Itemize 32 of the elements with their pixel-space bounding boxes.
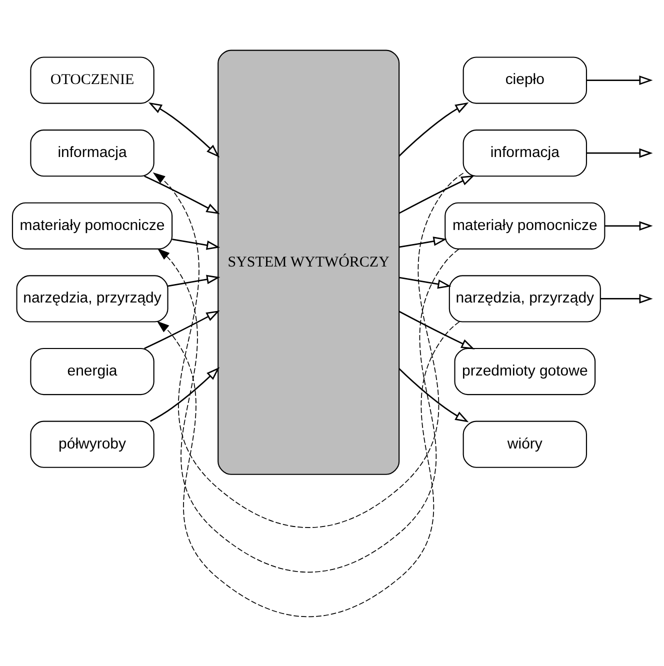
arrow <box>600 294 653 303</box>
arrow <box>156 320 460 617</box>
arrow <box>398 174 475 214</box>
arrow <box>150 366 220 422</box>
node-box: OTOCZENIE <box>30 56 154 104</box>
arrow <box>399 236 447 248</box>
arrow <box>398 102 469 156</box>
arrow <box>157 248 460 572</box>
node-box: narzędzia, przyrządy <box>16 274 168 322</box>
node-box: informacja <box>462 129 588 176</box>
arrow <box>144 310 220 349</box>
node-box: półwyroby <box>30 420 154 468</box>
node-box: materiały pomocnicze <box>12 202 173 249</box>
node-box: przedmioty gotowe <box>454 347 596 395</box>
arrow <box>605 220 653 230</box>
arrow <box>398 368 469 422</box>
arrow <box>168 274 220 286</box>
arrow <box>172 238 220 250</box>
arrow <box>586 148 653 158</box>
node-box: wióry <box>462 420 588 468</box>
node-box: materiały pomocnicze <box>444 202 606 249</box>
arrow <box>152 172 464 528</box>
arrow <box>398 310 475 349</box>
arrow <box>144 175 220 214</box>
node-box: narzędzia, przyrządy <box>448 274 601 322</box>
node-box: SYSTEM WYTWÓRCZY <box>218 49 400 474</box>
arrow <box>586 75 653 84</box>
arrow <box>148 102 220 158</box>
node-box: ciepło <box>462 56 588 104</box>
node-box: energia <box>30 347 154 395</box>
arrow <box>399 276 452 288</box>
node-box: informacja <box>30 129 154 176</box>
